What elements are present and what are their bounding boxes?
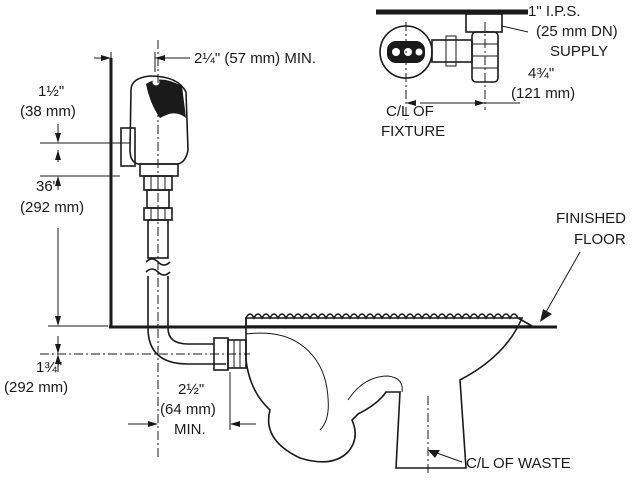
dim-arrow-icon (406, 100, 416, 106)
height-label: 36" (36, 178, 58, 195)
cl-waste-label: C/L OF WASTE (466, 455, 571, 472)
wall-offset-metric-label: (38 mm) (20, 103, 76, 120)
sensor-cap (146, 79, 186, 118)
spud-height-label: 1¾" (36, 359, 62, 376)
top-view-nut (445, 35, 457, 67)
dim-arrow-icon (55, 344, 61, 354)
dim-arrow-icon (475, 100, 485, 106)
finished-floor-leader (545, 251, 581, 313)
finished-floor-label: FINISHED (556, 210, 626, 227)
dim-arrow-icon (55, 133, 61, 143)
supply-label: SUPPLY (550, 43, 608, 60)
sensor-lens-icon (415, 48, 423, 56)
spud-distance-metric-label: (64 mm) (160, 401, 216, 418)
finished-floor-label-2: FLOOR (574, 231, 626, 248)
waste-leader (433, 451, 463, 463)
top-view-supply-stub (465, 13, 503, 33)
clearance-min-label: 2¼" (57 mm) MIN. (194, 50, 316, 67)
top-view-connector (431, 39, 473, 63)
dim-arrow-icon (55, 354, 61, 364)
toilet-bowl (245, 317, 524, 469)
dim-arrow-icon (55, 150, 61, 160)
waste-leader-arrow-icon (428, 450, 440, 458)
supply-leader (501, 25, 529, 33)
wall-offset-label: 1½" (38, 83, 64, 100)
height-metric-label: (292 mm) (20, 199, 84, 216)
dim-arrow-icon (55, 176, 61, 186)
sensor-lens-icon (404, 48, 412, 56)
sensor-lens-icon (392, 48, 400, 56)
flush-valve-body (129, 75, 189, 165)
bowl-trapway (347, 375, 403, 401)
dim-horizontal-metric-label: (121 mm) (511, 85, 575, 102)
supply-size-metric-label: (25 mm DN) (536, 23, 618, 40)
finished-floor-arrow-icon (540, 309, 552, 322)
bowl-inner-curve (245, 332, 329, 431)
cl-fixture-label: C/L OF (386, 103, 434, 120)
bowl-rim (245, 313, 536, 327)
dim-arrow-icon (55, 316, 61, 326)
flush-tube-lower-inner (167, 276, 214, 345)
dim-horizontal-label: 4¾" (528, 65, 554, 82)
top-view: 1" I.P.S. (25 mm DN) SUPPLY 4¾" (121 mm)… (376, 3, 618, 140)
dim-arrow-icon (155, 55, 165, 61)
dim-arrow-icon (230, 421, 240, 427)
spud-distance-min-label: MIN. (174, 421, 206, 438)
dim-arrow-icon (148, 421, 158, 427)
break-line (145, 268, 171, 276)
cl-fixture-label-2: FIXTURE (381, 123, 445, 140)
spud-height-metric-label: (292 mm) (4, 379, 68, 396)
valve-neck (139, 163, 179, 177)
wall-flange (120, 127, 136, 167)
side-view: 2¼" (57 mm) MIN. 1½" (38 mm) 36" (292 mm… (4, 40, 626, 476)
spud-distance-label: 2½" (178, 381, 204, 398)
dim-arrow-icon (101, 55, 111, 61)
supply-size-label: 1" I.P.S. (528, 3, 581, 20)
